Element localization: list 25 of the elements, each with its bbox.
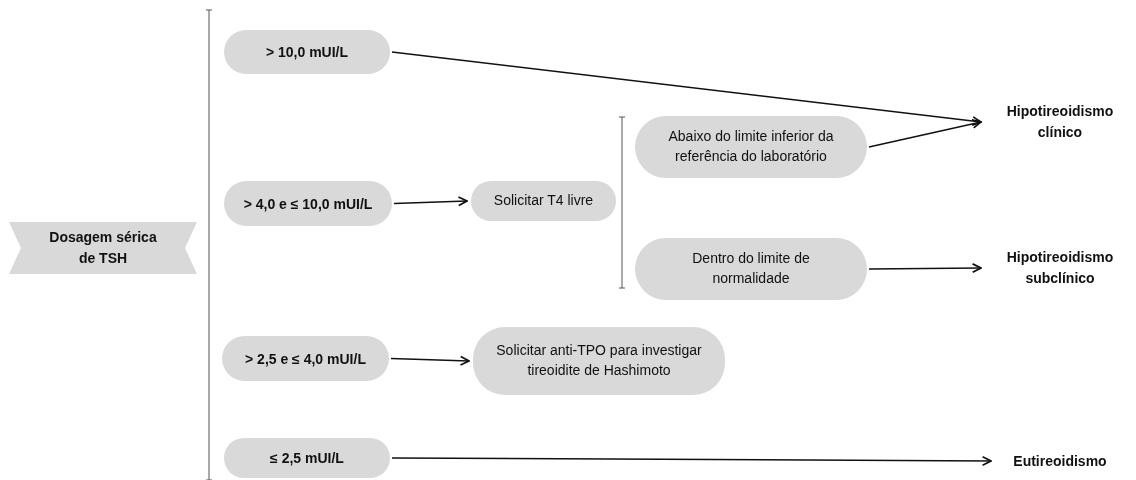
arrow (391, 455, 992, 466)
node-text: > 10,0 mUI/L (265, 44, 349, 60)
ribbon-banner (9, 222, 197, 274)
node-text: Dentro do limite de normalidade (691, 249, 811, 288)
node-text: Hipotireoidismo clínico (1005, 102, 1115, 142)
node-text: Abaixo do limite inferior da referência do laboratório (667, 127, 835, 166)
node-text: Solicitar anti-TPO para investigar tireoidite de Hashimoto (495, 341, 703, 380)
range-pill (224, 30, 390, 74)
node-text: > 4,0 e ≤ 10,0 mUI/L (243, 195, 373, 212)
arrow (868, 118, 982, 148)
range-pill (224, 438, 390, 478)
arrow (393, 196, 468, 207)
range-pill (224, 181, 392, 226)
node-text: ≤ 2,5 mUI/L (270, 450, 344, 466)
node-text: > 2,5 e ≤ 4,0 mUI/L (245, 350, 366, 367)
node-text: Dosagem sérica de TSH (49, 228, 157, 268)
step-pill (473, 327, 725, 395)
arrow (391, 51, 982, 126)
node-text: Hipotireoidismo subclínico (1005, 248, 1115, 288)
step-pill (471, 181, 616, 221)
node-text: Solicitar T4 livre (493, 191, 594, 211)
arrow (390, 355, 470, 366)
range-pill (222, 336, 389, 381)
node-text: Eutireoidismo (1013, 451, 1107, 471)
arrow (868, 263, 982, 274)
